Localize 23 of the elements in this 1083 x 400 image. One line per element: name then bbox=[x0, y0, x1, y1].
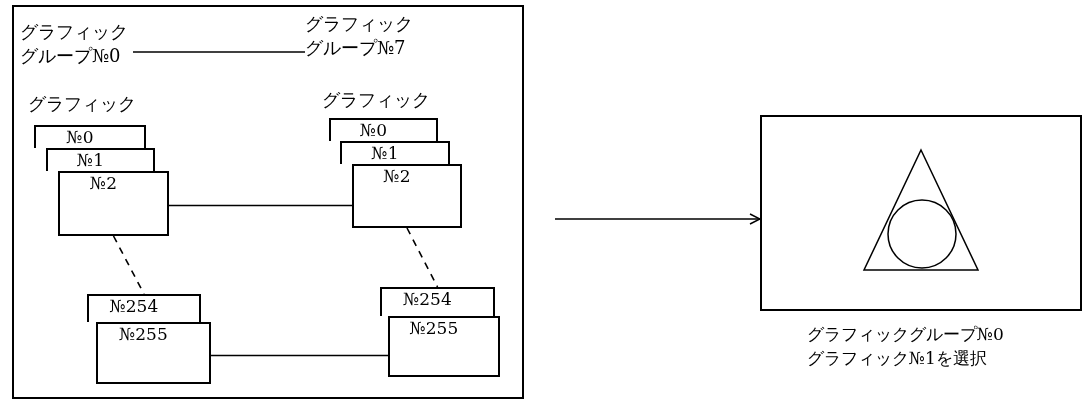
arrow bbox=[554, 213, 761, 225]
graphic-card: №0 bbox=[34, 125, 146, 148]
group-label: グラフィックグループ№0 bbox=[20, 20, 133, 68]
graphic-card: №1 bbox=[46, 148, 155, 171]
screen-label: グラフィックグループ№0グラフィック№1を選択 bbox=[807, 323, 1005, 370]
graphic-card: №0 bbox=[329, 118, 438, 141]
graphic-card: №254 bbox=[87, 294, 201, 322]
group-label: グラフィックグループ№7 bbox=[305, 12, 425, 60]
stack-heading: グラフィック bbox=[28, 92, 136, 116]
graphic-card: №2 bbox=[352, 164, 462, 228]
graphic-card: №1 bbox=[340, 141, 450, 164]
connector-line bbox=[168, 204, 353, 207]
graphic-card: №255 bbox=[388, 316, 500, 377]
graphic-card: №255 bbox=[96, 322, 211, 384]
panel-frame bbox=[12, 5, 524, 399]
dashed-line bbox=[406, 227, 439, 288]
graphic-card: №2 bbox=[58, 171, 169, 236]
stack-heading: グラフィック bbox=[322, 88, 430, 112]
connector-line bbox=[132, 51, 306, 53]
screen-frame bbox=[760, 115, 1082, 311]
graphic-card: №254 bbox=[380, 287, 495, 316]
connector-line bbox=[210, 354, 389, 357]
dashed-line bbox=[112, 235, 145, 295]
